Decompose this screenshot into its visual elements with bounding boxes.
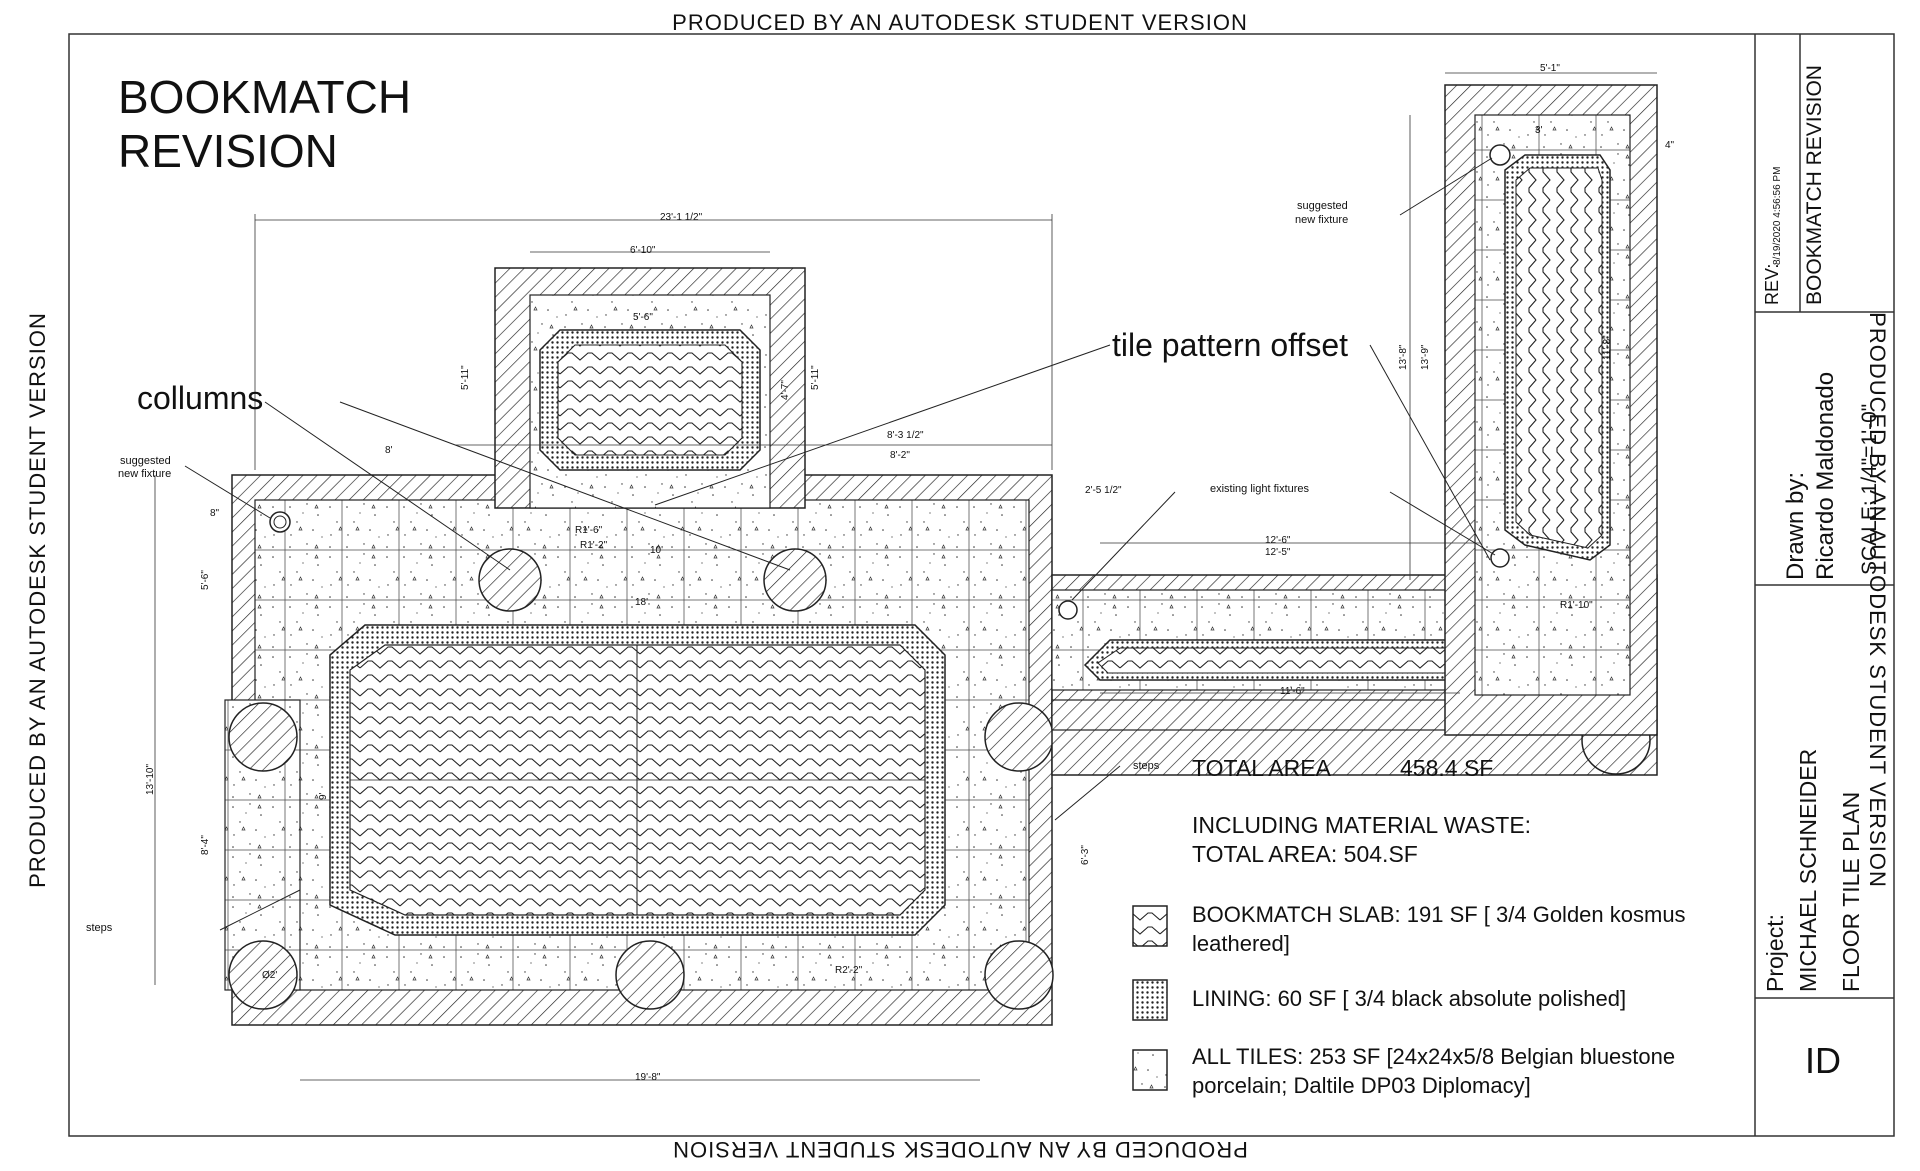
legend-bookmatch-line1: BOOKMATCH SLAB: 191 SF [ 3/4 Golden kosm… <box>1192 902 1686 927</box>
dim-label: 13'-10" <box>145 763 156 795</box>
callout-steps-left: steps <box>86 922 113 934</box>
leader-lines <box>184 157 1496 931</box>
total-area-label: TOTAL AREA <box>1192 755 1331 781</box>
dim-label: R1'-2" <box>580 540 608 551</box>
dim-label: 11'-8" <box>1602 335 1613 360</box>
dim-label: 6'-3" <box>1080 845 1091 865</box>
callout-tile-offset: tile pattern offset <box>1112 327 1348 363</box>
dim-label: 5'-6" <box>200 570 211 590</box>
upper-alcove <box>494 267 806 509</box>
dim-label: 13'-9" <box>1420 344 1431 370</box>
main-room <box>224 474 1054 1026</box>
title-line-1: BOOKMATCH <box>118 71 412 123</box>
dim-label: 9' <box>318 792 329 800</box>
callout-columns: collumns <box>137 380 264 416</box>
drawn-by-label: Drawn by: <box>1782 471 1809 580</box>
drawing-title: BOOKMATCH REVISION <box>118 70 411 178</box>
dim-label: R1'-6" <box>575 525 603 536</box>
callout-existing-fixtures: existing light fixtures <box>1210 483 1310 495</box>
dim-label: 8'-2" <box>890 450 910 461</box>
dim-label: 10' <box>650 545 664 556</box>
scale-label: SCALE: 1/4"=1'-0" <box>1858 403 1881 575</box>
waste-line-2: TOTAL AREA: 504.SF <box>1192 841 1418 867</box>
watermark-top: PRODUCED BY AN AUTODESK STUDENT VERSION <box>672 10 1248 35</box>
dim-label: 4" <box>1665 140 1675 151</box>
dim-label: Ø2' <box>262 970 278 981</box>
watermark-right: PRODUCED BY AN AUTODESK STUDENT VERSION <box>1865 312 1890 888</box>
legend-tiles: ALL TILES: 253 SF [24x24x5/8 Belgian blu… <box>1192 1042 1675 1100</box>
legend-bookmatch: BOOKMATCH SLAB: 191 SF [ 3/4 Golden kosm… <box>1192 900 1686 958</box>
legend-tiles-line1: ALL TILES: 253 SF [24x24x5/8 Belgian blu… <box>1192 1044 1676 1069</box>
legend-tiles-line2: porcelain; Daltile DP03 Diplomacy] <box>1192 1073 1531 1098</box>
right-room <box>1444 84 1658 736</box>
dim-label: 12'-6" <box>1265 535 1291 546</box>
dim-label: 11'-6" <box>1280 686 1305 697</box>
dim-label: 23'-1 1/2" <box>660 212 703 223</box>
legend-bookmatch-line2: leathered] <box>1192 931 1290 956</box>
legend-swatch-lining <box>1132 979 1168 1021</box>
dim-label: R1'-10" <box>1560 600 1593 611</box>
watermark-bottom: PRODUCED BY AN AUTODESK STUDENT VERSION <box>672 1137 1248 1162</box>
legend-lining-line1: LINING: 60 SF [ 3/4 black absolute polis… <box>1192 986 1627 1011</box>
dim-label: 18' <box>635 597 649 608</box>
project-label: Project: <box>1762 914 1788 992</box>
dim-label: 5'-6" <box>633 312 653 323</box>
total-area-value: 458.4 SF <box>1400 755 1494 781</box>
legend-lining: LINING: 60 SF [ 3/4 black absolute polis… <box>1192 984 1626 1013</box>
title-line-2: REVISION <box>118 125 338 177</box>
dimension-lines <box>154 72 1657 1081</box>
dim-label: 13'-8" <box>1398 344 1409 370</box>
legend-swatch-tiles <box>1132 1049 1168 1091</box>
title-block <box>1754 34 1894 1136</box>
dim-label: 5'-11" <box>810 365 821 390</box>
rev-date: 8/19/2020 4:56:56 PM <box>1772 166 1783 265</box>
dim-label: 8'-4" <box>200 835 211 855</box>
dim-label: 5'-11" <box>460 365 471 390</box>
sheet-id: ID <box>1805 1040 1841 1081</box>
dim-label: 12'-5" <box>1265 547 1291 558</box>
dim-label: 5'-1" <box>1540 63 1560 74</box>
waste-line-1: INCLUDING MATERIAL WASTE: <box>1192 812 1532 838</box>
dim-label: 4'-7" <box>780 380 791 400</box>
dim-label: 6'-10" <box>630 245 656 256</box>
callout-new-fixture-right: new fixture <box>1295 214 1349 226</box>
dim-label: 8' <box>385 445 393 456</box>
drawn-by-name: Ricardo Maldonado <box>1812 371 1839 580</box>
callout-suggested-left: suggested <box>120 455 171 467</box>
rev-label: REV: <box>1762 263 1782 305</box>
callout-suggested-right: suggested <box>1297 200 1348 212</box>
legend-swatch-bookmatch <box>1132 905 1168 947</box>
dim-label: 3' <box>1535 125 1543 136</box>
dim-label: R2'-2" <box>835 965 863 976</box>
watermark-left: PRODUCED BY AN AUTODESK STUDENT VERSION <box>25 312 50 888</box>
dim-label: 8" <box>210 508 220 519</box>
project-sheet: FLOOR TILE PLAN <box>1838 791 1864 992</box>
callout-steps-right: steps <box>1133 760 1160 772</box>
dim-label: 19'-8" <box>635 1072 661 1083</box>
dim-label: 8'-3 1/2" <box>887 430 924 441</box>
callout-new-fixture-left: new fixture <box>118 468 172 480</box>
rev-name: BOOKMATCH REVISION <box>1803 65 1826 305</box>
project-name: MICHAEL SCHNEIDER <box>1795 748 1821 992</box>
dim-label: 2'-5 1/2" <box>1085 485 1122 496</box>
